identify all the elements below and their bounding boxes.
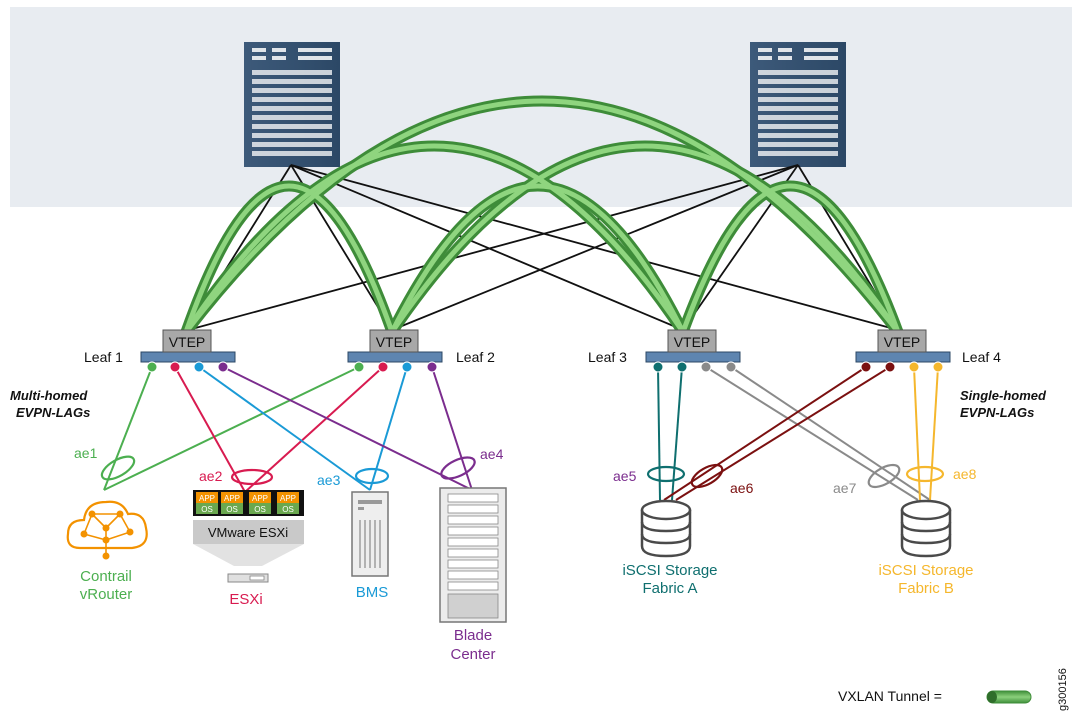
vm-3-app: APP — [252, 494, 268, 503]
hypervisor-label: VMware ESXi — [208, 525, 288, 540]
leaf-switch-2: VTEP — [347, 329, 443, 363]
spine-switch-1 — [244, 42, 340, 167]
contrail-vrouter-icon — [66, 500, 148, 560]
contrail-label-line1: Contrail — [80, 568, 132, 585]
vtep-label-4: VTEP — [884, 334, 921, 350]
leaf-switch-1: VTEP — [140, 329, 236, 363]
access-links — [103, 366, 939, 501]
lag-ae4-ring — [440, 456, 476, 480]
single-homed-note-line1: Single-homed — [960, 388, 1047, 403]
storage-b-icon — [900, 499, 952, 558]
lag-ae5-label: ae5 — [613, 468, 637, 484]
lag-ae3-label: ae3 — [317, 472, 341, 488]
leaf-2-label: Leaf 2 — [456, 349, 495, 365]
vm-3-os: OS — [254, 505, 266, 514]
spine-switch-2 — [750, 42, 846, 167]
vm-1-app: APP — [199, 494, 215, 503]
vtep-label-1: VTEP — [169, 334, 206, 350]
vm-1: APP OS — [196, 492, 218, 514]
lag-ae5-ring — [646, 465, 686, 483]
lag-ae3-ring — [354, 467, 390, 485]
storage-a-icon — [640, 499, 692, 558]
leaf-switch-3: VTEP — [645, 329, 741, 363]
blade-label-line1: Blade — [454, 627, 492, 644]
vm-2-app: APP — [224, 494, 240, 503]
storage-b-label-line2: Fabric B — [898, 580, 954, 597]
vm-4-os: OS — [282, 505, 294, 514]
legend-label: VXLAN Tunnel = — [838, 688, 942, 704]
lag-ae1-label: ae1 — [74, 445, 98, 461]
lag-ae2-ring — [230, 468, 274, 486]
lag-ae6-label: ae6 — [730, 480, 754, 496]
vm-4-app: APP — [280, 494, 296, 503]
hypervisor-funnel — [193, 544, 304, 566]
vm-2-os: OS — [226, 505, 238, 514]
lag-ae7-label: ae7 — [833, 480, 857, 496]
leaf-3-label: Leaf 3 — [588, 349, 627, 365]
figure-id: g300156 — [1057, 668, 1069, 711]
esxi-server-icon — [227, 573, 269, 583]
blade-center-icon — [439, 487, 507, 623]
leaf-4-label: Leaf 4 — [962, 349, 1001, 365]
multi-homed-note-line2: EVPN-LAGs — [16, 405, 90, 420]
esxi-label: ESXi — [229, 591, 262, 608]
vxlan-tunnels — [180, 95, 904, 338]
single-homed-note-line2: EVPN-LAGs — [960, 405, 1034, 420]
bms-server-icon — [351, 491, 389, 577]
legend: VXLAN Tunnel = — [838, 688, 1032, 704]
lag-ae8-label: ae8 — [953, 466, 977, 482]
vtep-label-2: VTEP — [376, 334, 413, 350]
lag-ellipses — [100, 455, 945, 489]
leaf-ports — [146, 361, 944, 373]
vm-2: APP OS — [221, 492, 243, 514]
lag-ae6-ring — [690, 463, 724, 489]
vm-3: APP OS — [249, 492, 271, 514]
legend-tunnel-swatch — [986, 690, 1032, 704]
hypervisor-bar — [193, 520, 304, 544]
leaf-1-label: Leaf 1 — [84, 349, 123, 365]
multi-homed-note-line1: Multi-homed — [10, 388, 88, 403]
lag-ae8-ring — [905, 465, 945, 483]
blade-label-line2: Center — [450, 646, 495, 663]
contrail-label-line2: vRouter — [80, 586, 133, 603]
storage-b-label-line1: iSCSI Storage — [878, 562, 973, 579]
vm-4: APP OS — [277, 492, 299, 514]
esxi-host: APP OS APP OS APP OS APP OS VMware ESXi — [193, 490, 304, 583]
lag-ae4-label: ae4 — [480, 446, 504, 462]
bms-label: BMS — [356, 584, 389, 601]
lag-ae2-label: ae2 — [199, 468, 223, 484]
vm-1-os: OS — [201, 505, 213, 514]
storage-a-label-line2: Fabric A — [642, 580, 697, 597]
leaf-switch-4: VTEP — [855, 329, 951, 363]
lag-ae1-ring — [100, 455, 136, 481]
storage-a-label-line1: iSCSI Storage — [622, 562, 717, 579]
lag-ae7-ring — [867, 463, 901, 489]
vtep-label-3: VTEP — [674, 334, 711, 350]
